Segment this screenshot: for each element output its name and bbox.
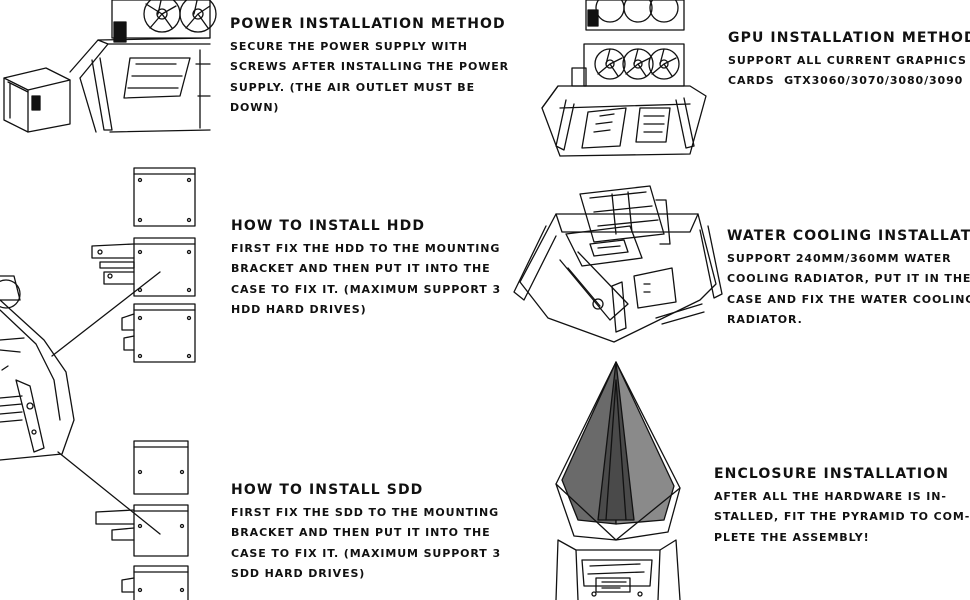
hdd-brackets-illustration bbox=[92, 168, 195, 362]
water-line: RADIATOR. bbox=[727, 312, 803, 326]
enclosure-section: ENCLOSURE INSTALLATION AFTER ALL THE HAR… bbox=[714, 465, 970, 548]
power-line: DOWN) bbox=[230, 100, 280, 114]
gpu-case-illustration bbox=[542, 0, 706, 156]
hdd-line: CASE TO FIX IT. (MAXIMUM SUPPORT 3 bbox=[231, 282, 501, 296]
enclosure-section-body: AFTER ALL THE HARDWARE IS IN- STALLED, F… bbox=[714, 487, 970, 548]
hdd-line: BRACKET AND THEN PUT IT INTO THE bbox=[231, 262, 491, 276]
sdd-section: HOW TO INSTALL SDD FIRST FIX THE SDD TO … bbox=[231, 481, 501, 584]
enclosure-line: AFTER ALL THE HARDWARE IS IN- bbox=[714, 490, 947, 503]
power-section-body: SECURE THE POWER SUPPLY WITH SCREWS AFTE… bbox=[230, 37, 509, 118]
enclosure-section-title: ENCLOSURE INSTALLATION bbox=[714, 466, 950, 482]
sdd-line: SDD HARD DRIVES) bbox=[231, 566, 366, 580]
water-section-title: WATER COOLING INSTALLATION bbox=[727, 228, 970, 244]
gpu-section: GPU INSTALLATION METHOD SUPPORT ALL CURR… bbox=[728, 29, 970, 92]
sdd-line: CASE TO FIX IT. (MAXIMUM SUPPORT 3 bbox=[231, 546, 501, 560]
enclosure-line: STALLED, FIT THE PYRAMID TO COM- bbox=[714, 510, 970, 524]
power-section-title: POWER INSTALLATION METHOD bbox=[230, 16, 506, 32]
sdd-line: FIRST FIX THE SDD TO THE MOUNTING bbox=[231, 506, 500, 519]
gpu-section-title: GPU INSTALLATION METHOD bbox=[728, 30, 970, 46]
gpu-line: SUPPORT ALL CURRENT GRAPHICS bbox=[728, 54, 967, 67]
hdd-section: HOW TO INSTALL HDD FIRST FIX THE HDD TO … bbox=[231, 217, 501, 320]
power-line: SUPPLY. (THE AIR OUTLET MUST BE bbox=[230, 80, 475, 94]
sdd-brackets-illustration bbox=[96, 441, 188, 600]
case-side-illustration bbox=[0, 272, 160, 534]
water-cooling-illustration bbox=[514, 186, 722, 342]
sdd-section-title: HOW TO INSTALL SDD bbox=[231, 482, 424, 498]
water-section-body: SUPPORT 240MM/360MM WATER COOLING RADIAT… bbox=[727, 249, 970, 330]
water-line: SUPPORT 240MM/360MM WATER bbox=[727, 252, 952, 265]
power-supply-illustration bbox=[4, 0, 216, 132]
water-line: CASE AND FIX THE WATER COOLING bbox=[727, 292, 970, 306]
water-line: COOLING RADIATOR, PUT IT IN THE bbox=[727, 272, 970, 286]
gpu-section-body: SUPPORT ALL CURRENT GRAPHICS CARDS GTX30… bbox=[728, 51, 970, 92]
power-line: SCREWS AFTER INSTALLING THE POWER bbox=[230, 60, 510, 74]
power-section: POWER INSTALLATION METHOD SECURE THE POW… bbox=[230, 15, 509, 118]
hdd-section-title: HOW TO INSTALL HDD bbox=[231, 218, 426, 234]
gpu-line: CARDS GTX3060/3070/3080/3090 bbox=[728, 74, 964, 88]
sdd-line: BRACKET AND THEN PUT IT INTO THE bbox=[231, 526, 491, 540]
water-section: WATER COOLING INSTALLATION SUPPORT 240MM… bbox=[727, 227, 970, 330]
power-line: SECURE THE POWER SUPPLY WITH bbox=[230, 40, 468, 53]
enclosure-line: PLETE THE ASSEMBLY! bbox=[714, 530, 870, 544]
sdd-section-body: FIRST FIX THE SDD TO THE MOUNTING BRACKE… bbox=[231, 503, 501, 584]
hdd-line: HDD HARD DRIVES) bbox=[231, 302, 367, 316]
pyramid-enclosure-illustration bbox=[556, 362, 680, 600]
hdd-section-body: FIRST FIX THE HDD TO THE MOUNTING BRACKE… bbox=[231, 239, 501, 320]
hdd-line: FIRST FIX THE HDD TO THE MOUNTING bbox=[231, 242, 501, 255]
